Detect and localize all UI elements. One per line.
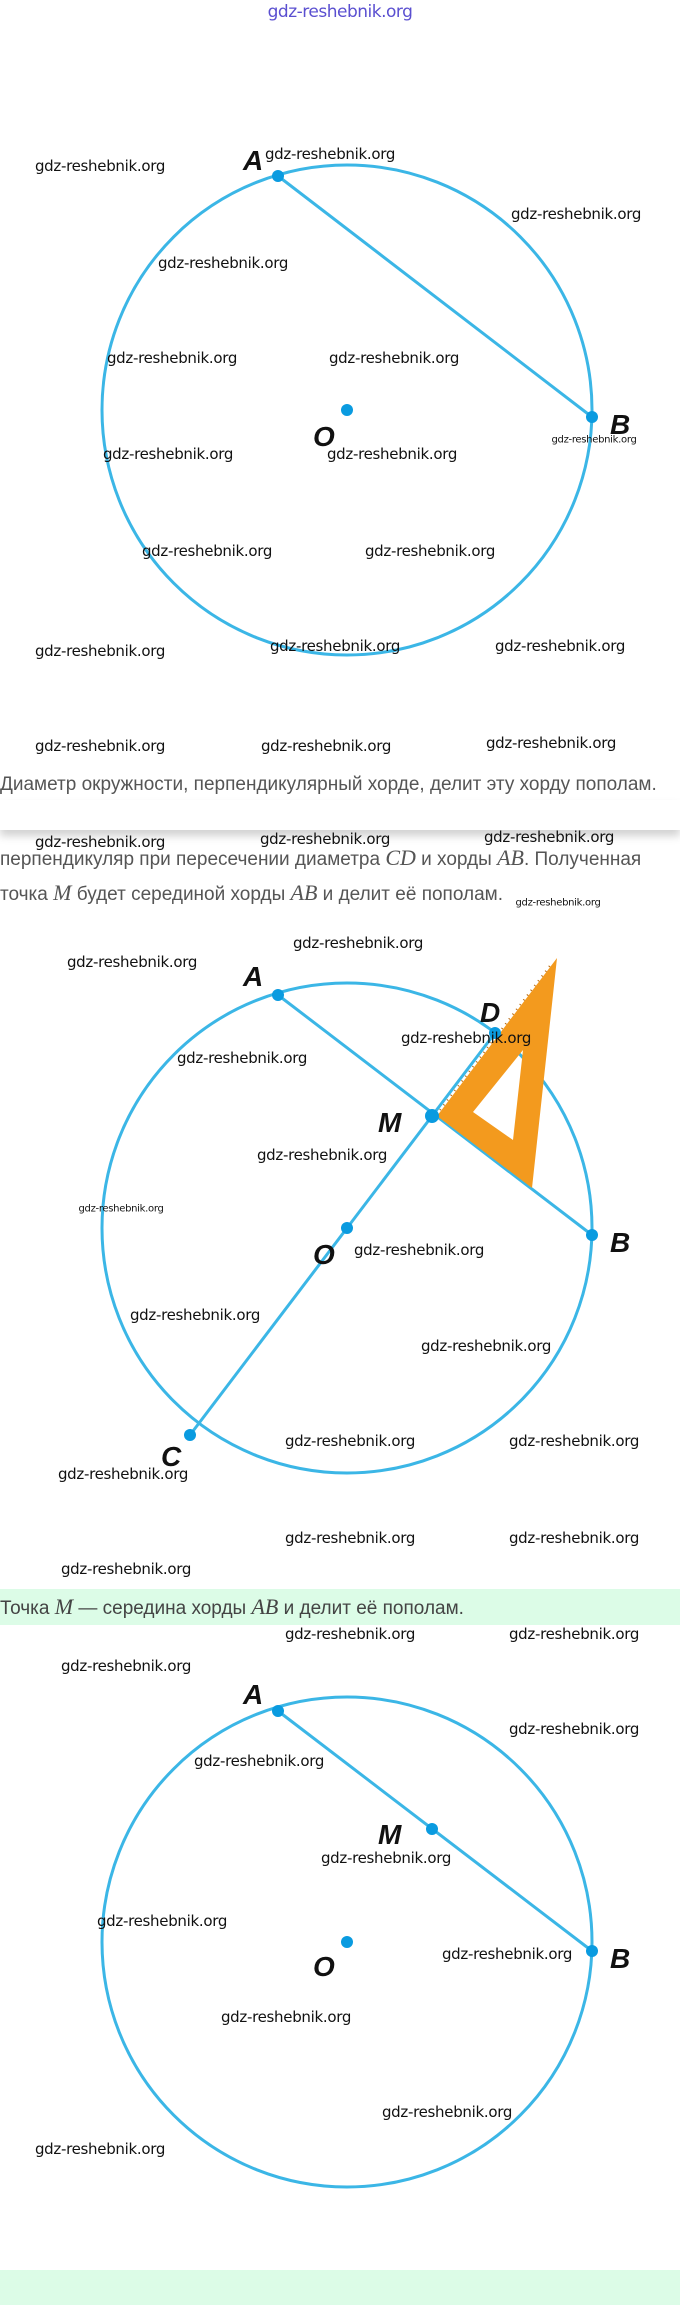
chord-ab: [277, 1709, 593, 1953]
point-m: [425, 1109, 439, 1123]
point-o: [341, 1222, 353, 1234]
watermark: gdz-reshebnik.org: [515, 897, 601, 909]
watermark: gdz-reshebnik.org: [176, 1049, 308, 1067]
watermark: gdz-reshebnik.org: [60, 1657, 192, 1675]
point-c: [184, 1429, 196, 1441]
watermark: gdz-reshebnik.org: [34, 642, 166, 660]
point-o: [341, 404, 353, 416]
watermark: gdz-reshebnik.org: [510, 205, 642, 223]
watermark: gdz-reshebnik.org: [256, 1146, 388, 1164]
label-m: M: [378, 1107, 402, 1138]
point-b: [586, 1229, 598, 1241]
label-a: A: [242, 145, 263, 176]
watermark: gdz-reshebnik.org: [328, 349, 460, 367]
point-m: [426, 1823, 438, 1835]
figure-chord: A B O: [100, 145, 630, 657]
diameter-cd: [188, 1032, 497, 1436]
watermark: gdz-reshebnik.org: [420, 1337, 552, 1355]
watermark: gdz-reshebnik.org: [96, 1912, 228, 1930]
chord-ab: [277, 174, 593, 419]
label-a: A: [242, 961, 263, 992]
watermark: gdz-reshebnik.org: [494, 637, 626, 655]
label-o: O: [313, 421, 335, 452]
label-b: B: [610, 1943, 630, 1974]
circle: [100, 1695, 594, 2189]
theorem-text: Диаметр окружности, перпендикулярный хор…: [0, 774, 657, 795]
watermark: gdz-reshebnik.org: [284, 1432, 416, 1450]
label-b: B: [610, 409, 630, 440]
watermark: gdz-reshebnik.org: [400, 1029, 532, 1047]
conclusion-text: Точка M — середина хорды AB и делит её п…: [0, 1594, 464, 1619]
watermark: gdz-reshebnik.org: [141, 542, 273, 560]
point-o: [341, 1936, 353, 1948]
watermark: gdz-reshebnik.org: [34, 737, 166, 755]
watermark: gdz-reshebnik.org: [441, 1945, 573, 1963]
label-o: O: [313, 1239, 335, 1270]
circle: [100, 163, 594, 657]
watermark: gdz-reshebnik.org: [129, 1306, 261, 1324]
watermark: gdz-reshebnik.org: [193, 1752, 325, 1770]
bottom-highlight: [0, 2270, 680, 2305]
conclusion-box: [0, 1589, 680, 1625]
point-d: [489, 1027, 501, 1039]
explanation-line-2: перпендикуляр при пересечении диаметра C…: [0, 845, 642, 870]
watermark: gdz-reshebnik.org: [66, 953, 198, 971]
point-a: [272, 170, 284, 182]
watermark: gdz-reshebnik.org: [157, 254, 289, 272]
watermark: gdz-reshebnik.org: [106, 349, 238, 367]
watermark: gdz-reshebnik.org: [269, 637, 401, 655]
label-o: O: [313, 1951, 335, 1982]
watermark: gdz-reshebnik.org: [284, 1625, 416, 1643]
watermark: gdz-reshebnik.org: [508, 1720, 640, 1738]
watermark: gdz-reshebnik.org: [353, 1241, 485, 1259]
watermark: gdz-reshebnik.org: [284, 1529, 416, 1547]
watermark: gdz-reshebnik.org: [508, 1625, 640, 1643]
set-square-ruler-icon: [437, 958, 557, 1188]
watermark: gdz-reshebnik.org: [259, 830, 391, 848]
watermark: gdz-reshebnik.org: [508, 1529, 640, 1547]
watermark: gdz-reshebnik.org: [485, 734, 617, 752]
watermark: gdz-reshebnik.org: [57, 1465, 189, 1483]
circle: [100, 981, 594, 1475]
point-a: [272, 1705, 284, 1717]
label-m: M: [378, 1819, 402, 1850]
clipped-divider: [0, 800, 680, 830]
watermark: gdz-reshebnik.org: [78, 1203, 164, 1215]
watermark: gdz-reshebnik.org: [381, 2103, 513, 2121]
watermark: gdz-reshebnik.org: [551, 434, 637, 446]
point-b: [586, 1945, 598, 1957]
label-d: D: [480, 997, 500, 1028]
watermark: gdz-reshebnik.org: [326, 445, 458, 463]
watermark: gdz-reshebnik.org: [320, 1849, 452, 1867]
watermark: gdz-reshebnik.org: [102, 445, 234, 463]
watermark: gdz-reshebnik.org: [483, 828, 615, 846]
point-b: [586, 411, 598, 423]
watermark: gdz-reshebnik.org: [264, 145, 396, 163]
watermark: gdz-reshebnik.org: [60, 1560, 192, 1578]
watermark: gdz-reshebnik.org: [364, 542, 496, 560]
watermark: gdz-reshebnik.org: [292, 934, 424, 952]
watermark: gdz-reshebnik.org: [34, 157, 166, 175]
label-c: C: [161, 1441, 182, 1472]
point-a: [272, 989, 284, 1001]
watermark: gdz-reshebnik.org: [220, 2008, 352, 2026]
watermark: gdz-reshebnik.org: [34, 2140, 166, 2158]
watermark: gdz-reshebnik.org: [508, 1432, 640, 1450]
figure-diameter: A B C D M O: [100, 958, 630, 1475]
watermark: gdz-reshebnik.org: [34, 833, 166, 851]
watermark: gdz-reshebnik.org: [260, 737, 392, 755]
label-a: A: [242, 1679, 263, 1710]
site-watermark: gdz-reshebnik.org: [267, 2, 413, 22]
explanation-line-3: точка M будет серединой хорды AB и делит…: [0, 880, 503, 905]
label-b: B: [610, 1227, 630, 1258]
